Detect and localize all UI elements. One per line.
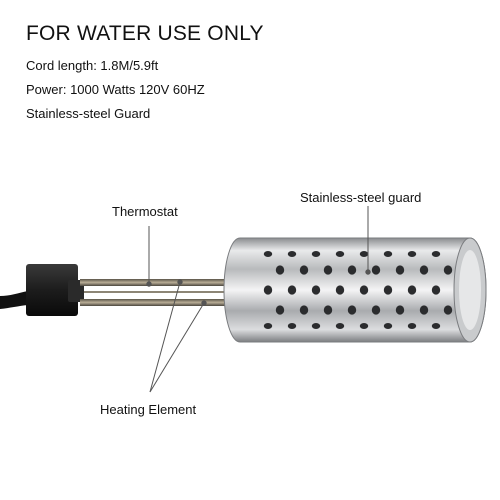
guard-hole	[443, 265, 453, 275]
guard-hole	[287, 251, 297, 257]
heating-rod-lower	[80, 299, 240, 306]
guard-hole	[431, 251, 441, 257]
guard-hole	[395, 265, 405, 275]
guard-holes	[263, 251, 453, 329]
guard-hole	[263, 251, 273, 257]
warning-headline: FOR WATER USE ONLY	[26, 22, 264, 45]
guard-hole	[323, 265, 333, 275]
guard-hole	[395, 305, 405, 315]
guard-hole	[347, 265, 357, 275]
label-stainless-steel-guard: Stainless-steel guard	[300, 190, 422, 205]
guard-hole	[287, 285, 297, 295]
guard-hole	[359, 285, 369, 295]
stainless-steel-guard	[223, 237, 487, 343]
element-leader-lower-dot	[201, 300, 207, 306]
guard-hole	[383, 285, 393, 295]
guard-hole	[419, 305, 429, 315]
element-leader-lower	[149, 302, 205, 393]
guard-hole	[311, 251, 321, 257]
spec-cord-length: Cord length: 1.8M/5.9ft	[26, 58, 159, 73]
guard-hole	[419, 265, 429, 275]
label-thermostat: Thermostat	[112, 204, 178, 219]
guard-hole	[287, 323, 297, 329]
guard-hole	[335, 323, 345, 329]
guard-hole	[263, 323, 273, 329]
guard-hole	[335, 251, 345, 257]
guard-hole	[371, 265, 381, 275]
element-leader-upper	[149, 281, 181, 393]
guard-hole	[371, 305, 381, 315]
element-leader-upper-dot	[177, 279, 183, 285]
leader-lines	[146, 206, 371, 393]
guard-hole	[275, 305, 285, 315]
guard-hole	[275, 265, 285, 275]
guard-hole	[407, 323, 417, 329]
guard-hole	[443, 305, 453, 315]
guard-hole	[299, 265, 309, 275]
thermostat-leader-dot	[146, 281, 152, 287]
label-heating-element: Heating Element	[100, 402, 197, 417]
guard-hole	[383, 323, 393, 329]
spec-power: Power: 1000 Watts 120V 60HZ	[26, 82, 205, 97]
guard-hole	[407, 285, 417, 295]
heating-rod-upper	[80, 279, 240, 286]
guard-hole	[263, 285, 273, 295]
guard-hole	[359, 251, 369, 257]
guard-hole	[299, 305, 309, 315]
guard-hole	[311, 323, 321, 329]
handle-block	[26, 264, 78, 316]
guard-hole	[311, 285, 321, 295]
guard-hole	[335, 285, 345, 295]
guard-hole	[431, 285, 441, 295]
guard-hole	[383, 251, 393, 257]
guard-hole	[359, 323, 369, 329]
guard-hole	[431, 323, 441, 329]
spec-guard: Stainless-steel Guard	[26, 106, 151, 121]
guard-hole	[323, 305, 333, 315]
guard-hole	[407, 251, 417, 257]
guard-leader-dot	[365, 269, 371, 275]
guard-hole	[347, 305, 357, 315]
power-cord	[0, 291, 28, 309]
